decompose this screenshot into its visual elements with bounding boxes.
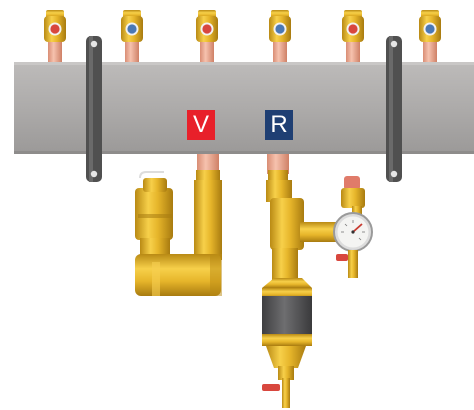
ball-valve-red-3 xyxy=(196,10,218,64)
supply-label-box xyxy=(187,110,215,140)
ball-valve-blue-4 xyxy=(269,10,291,64)
ball-valve-blue-2 xyxy=(121,10,143,64)
ball-valve-red-1 xyxy=(44,10,66,64)
gauge-drain-handle xyxy=(336,254,348,261)
right-bracket xyxy=(386,36,402,182)
air-separator-assembly xyxy=(135,170,222,296)
ball-valve-blue-6 xyxy=(419,10,441,64)
return-copper-pipe xyxy=(267,148,289,174)
return-label: R xyxy=(270,111,288,138)
dirt-filter xyxy=(262,278,312,408)
supply-copper-pipe xyxy=(197,148,219,174)
supply-label: V xyxy=(192,111,209,138)
left-bracket xyxy=(86,36,102,182)
manifold-bar xyxy=(14,62,474,154)
filter-drain-handle xyxy=(262,384,280,391)
return-label-box xyxy=(265,110,293,140)
pressure-gauge xyxy=(333,212,373,252)
return-assembly xyxy=(266,170,340,284)
ball-valve-red-5 xyxy=(342,10,364,64)
